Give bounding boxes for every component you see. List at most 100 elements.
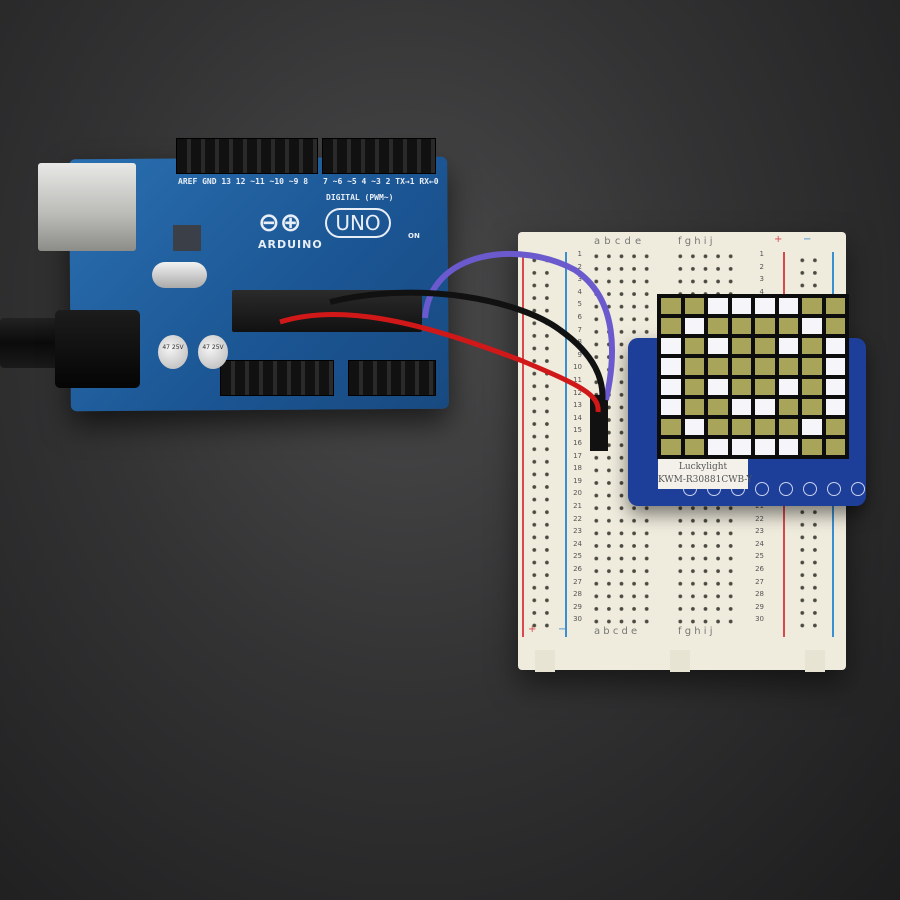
pin-hole bbox=[851, 482, 865, 496]
led-5-5 bbox=[778, 398, 798, 415]
led-4-6 bbox=[802, 378, 822, 395]
row-number: 21 bbox=[573, 502, 582, 510]
led-4-3 bbox=[731, 378, 751, 395]
row-number: 9 bbox=[577, 350, 582, 359]
led-2-4 bbox=[755, 338, 775, 355]
led-4-7 bbox=[825, 378, 845, 395]
capacitor: 47 25V bbox=[158, 335, 188, 369]
capacitor: 47 25V bbox=[198, 335, 228, 369]
pin-holes bbox=[683, 482, 865, 496]
led-4-0 bbox=[661, 378, 681, 395]
pin-hole bbox=[779, 482, 793, 496]
digital-header-low bbox=[322, 138, 436, 174]
led-5-7 bbox=[825, 398, 845, 415]
digital-header-high bbox=[176, 138, 318, 174]
atmega-chip bbox=[232, 290, 422, 332]
led-3-0 bbox=[661, 358, 681, 375]
row-number: 21 bbox=[755, 502, 764, 510]
dc-power-jack bbox=[55, 310, 140, 388]
led-6-0 bbox=[661, 418, 681, 435]
row-number: 14 bbox=[573, 413, 582, 422]
row-number: 12 bbox=[573, 388, 582, 397]
row-number: 22 bbox=[573, 514, 582, 523]
led-7-5 bbox=[778, 438, 798, 455]
pin-hole bbox=[755, 482, 769, 496]
pin-labels-low: 7 ~6 ~5 4 ~3 2 TX→1 RX←0 bbox=[323, 177, 439, 186]
row-number: 26 bbox=[573, 565, 582, 573]
led-6-3 bbox=[731, 418, 751, 435]
led-0-7 bbox=[825, 298, 845, 315]
led-1-0 bbox=[661, 318, 681, 335]
led-1-5 bbox=[778, 318, 798, 335]
plus-label: + bbox=[774, 234, 783, 245]
led-7-0 bbox=[661, 438, 681, 455]
row-number: 11 bbox=[573, 376, 582, 384]
row-number: 4 bbox=[577, 287, 582, 296]
row-number: 5 bbox=[577, 300, 582, 309]
led-2-1 bbox=[684, 338, 704, 355]
row-number: 2 bbox=[759, 262, 764, 271]
row-number: 29 bbox=[755, 602, 764, 611]
column-letters-right-bottom: f g h i j bbox=[678, 626, 713, 637]
led-0-0 bbox=[661, 298, 681, 315]
minus-label: − bbox=[558, 624, 567, 635]
row-number: 25 bbox=[755, 552, 764, 561]
pin-hole bbox=[827, 482, 841, 496]
crystal-oscillator bbox=[152, 262, 207, 288]
row-number: 3 bbox=[577, 275, 582, 284]
row-number: 10 bbox=[573, 363, 582, 372]
row-number: 18 bbox=[573, 464, 582, 473]
row-number: 27 bbox=[573, 577, 582, 586]
led-4-1 bbox=[684, 378, 704, 395]
led-7-3 bbox=[731, 438, 751, 455]
row-number: 30 bbox=[755, 615, 764, 624]
row-number: 4 bbox=[759, 287, 764, 296]
analog-header bbox=[348, 360, 436, 396]
led-7-4 bbox=[755, 438, 775, 455]
row-number: 23 bbox=[755, 527, 764, 536]
row-number: 16 bbox=[573, 439, 582, 447]
led-4-5 bbox=[778, 378, 798, 395]
row-number: 7 bbox=[577, 325, 582, 334]
row-number: 1 bbox=[577, 250, 582, 258]
matrix-label: Luckylight KWM-R30881CWB-Y bbox=[658, 459, 753, 489]
led-7-2 bbox=[708, 438, 728, 455]
matrix-brand: Luckylight bbox=[678, 462, 728, 472]
row-number: 19 bbox=[573, 476, 582, 485]
led-7-7 bbox=[825, 438, 845, 455]
led-4-2 bbox=[708, 378, 728, 395]
led-1-1 bbox=[684, 318, 704, 335]
row-number: 1 bbox=[759, 250, 764, 258]
row-number: 25 bbox=[573, 552, 582, 561]
row-number: 6 bbox=[577, 313, 582, 321]
column-letters-left-top: a b c d e bbox=[594, 236, 642, 247]
matrix-part-number: KWM-R30881CWB-Y bbox=[658, 475, 753, 485]
led-7-6 bbox=[802, 438, 822, 455]
pin-labels-high: AREF GND 13 12 ~11 ~10 ~9 8 bbox=[178, 177, 309, 186]
row-number: 30 bbox=[573, 615, 582, 624]
row-number: 20 bbox=[573, 489, 582, 498]
minus-label: − bbox=[803, 234, 812, 245]
led-2-6 bbox=[802, 338, 822, 355]
row-number: 27 bbox=[755, 577, 764, 586]
led-1-6 bbox=[802, 318, 822, 335]
backpack-header-pins bbox=[590, 395, 608, 451]
uno-label: UNO bbox=[325, 208, 391, 238]
led-0-4 bbox=[755, 298, 775, 315]
led-3-3 bbox=[731, 358, 751, 375]
led-2-0 bbox=[661, 338, 681, 355]
led-7-1 bbox=[684, 438, 704, 455]
power-header bbox=[220, 360, 334, 396]
led-6-7 bbox=[825, 418, 845, 435]
led-5-1 bbox=[684, 398, 704, 415]
on-led-label: ON bbox=[408, 232, 420, 240]
led-0-5 bbox=[778, 298, 798, 315]
row-number: 28 bbox=[573, 590, 582, 599]
led-3-4 bbox=[755, 358, 775, 375]
led-4-4 bbox=[755, 378, 775, 395]
led-2-2 bbox=[708, 338, 728, 355]
plus-label: + bbox=[528, 624, 537, 635]
row-number: 24 bbox=[755, 539, 764, 548]
arduino-infinity-logo: ⊖⊕ bbox=[258, 208, 302, 238]
row-number: 22 bbox=[755, 514, 764, 523]
